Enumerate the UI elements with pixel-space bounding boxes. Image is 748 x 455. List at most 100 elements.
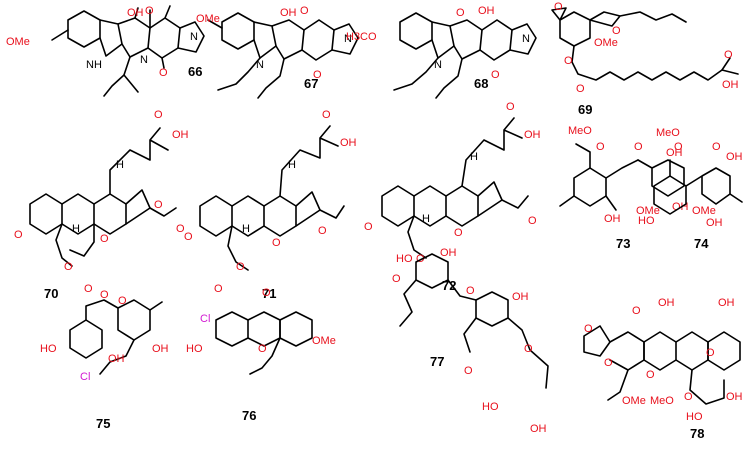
atom-n2-66: N — [190, 31, 198, 43]
atom-oh-78a: OH — [658, 297, 675, 309]
compound-76: Cl O HO O OMe 76 — [186, 287, 336, 423]
atom-ho-77b: HO — [482, 401, 499, 413]
atom-oh-68: OH — [478, 5, 495, 17]
atom-o-78c: O — [632, 305, 641, 317]
atom-oh-70: OH — [172, 129, 189, 141]
atom-o-72b: O — [506, 101, 515, 113]
atom-o1-66: O — [145, 5, 154, 17]
atom-h3co-68: H3CO — [346, 31, 377, 43]
atom-oh-75b: OH — [152, 343, 169, 355]
atom-o-69e: O — [724, 49, 733, 61]
atom-o-71c: O — [318, 225, 327, 237]
atom-oh-78b: OH — [718, 297, 735, 309]
atom-n1-66: N — [140, 54, 148, 66]
atom-oh-77b: OH — [512, 291, 529, 303]
atom-o-75b: O — [118, 295, 127, 307]
compound-68: H3CO N O OH O N 68 — [346, 5, 537, 99]
atom-o-67a: O — [300, 5, 309, 17]
compound-label-73: 73 — [616, 236, 630, 251]
atom-oh-77c: OH — [530, 423, 547, 435]
atom-n-68a: N — [434, 59, 442, 71]
atom-oh-72: OH — [524, 129, 541, 141]
atom-o-78e: O — [646, 369, 655, 381]
compound-label-74: 74 — [694, 236, 709, 251]
atom-n-68b: N — [522, 33, 530, 45]
atom-o-68a: O — [456, 7, 465, 19]
atom-ome-73: OMe — [636, 205, 660, 217]
atom-o-72c: O — [528, 215, 537, 227]
compound-71: O O OH O O O O H H 71 — [184, 109, 357, 301]
atom-ho-77: HO — [396, 253, 413, 265]
atom-o-70e: O — [100, 233, 109, 245]
atom-o-69c: O — [564, 55, 573, 67]
atom-ho-74: HO — [638, 215, 655, 227]
compound-label-77: 77 — [430, 354, 444, 369]
atom-o-77a: O — [466, 285, 475, 297]
atom-n-67b: N — [344, 33, 352, 45]
atom-o-70b: O — [154, 109, 163, 121]
atom-meo-73: MeO — [568, 125, 592, 137]
atom-oh-71: OH — [340, 137, 357, 149]
atom-nh-66: NH — [86, 59, 102, 71]
atom-o-78f: O — [684, 391, 693, 403]
atom-oh-67: OH — [280, 7, 297, 19]
atom-oh-69: OH — [722, 79, 739, 91]
atom-h-71b: H — [242, 223, 250, 235]
atom-oh-78c: OH — [726, 391, 743, 403]
atom-o-72f: O — [392, 273, 401, 285]
atom-oh-77a: OH — [440, 247, 457, 259]
atom-oh-66: OH — [127, 7, 144, 19]
compound-label-70: 70 — [44, 286, 58, 301]
atom-ho-78: HO — [686, 411, 703, 423]
atom-o-70f: O — [64, 261, 73, 273]
atom-o-78b: O — [604, 357, 613, 369]
atom-o-69b: O — [612, 25, 621, 37]
compound-74: MeO O O OH HO OMe OH 74 — [638, 127, 743, 251]
compound-label-72: 72 — [442, 278, 456, 293]
atom-o-70d: O — [176, 223, 185, 235]
atom-o-74b: O — [712, 141, 721, 153]
atom-o-70g: O — [84, 283, 93, 295]
atom-ho-75: HO — [40, 343, 57, 355]
atom-o-78d: O — [706, 347, 715, 359]
atom-ome-69: OMe — [594, 37, 618, 49]
atom-o-69a: O — [554, 1, 563, 13]
atom-cl-76: Cl — [200, 313, 210, 325]
atom-ome-67: OMe — [196, 13, 220, 25]
atom-ome-78: OMe — [622, 395, 646, 407]
atom-meo-78: MeO — [650, 395, 674, 407]
atom-o-78a: O — [584, 323, 593, 335]
atom-oh-73b: OH — [604, 213, 621, 225]
atom-o-76a: O — [262, 287, 271, 299]
atom-o-68b: O — [491, 69, 500, 81]
atom-o-72d: O — [454, 227, 463, 239]
compound-66: OMe NH N N OH O O 66 — [6, 5, 205, 97]
compound-73: MeO O O OH OH OMe OH 73 — [559, 125, 689, 251]
atom-h-70a: H — [116, 159, 124, 171]
compound-label-78: 78 — [690, 426, 704, 441]
atom-o-70a: O — [14, 229, 23, 241]
atom-oh-75a: OH — [108, 353, 125, 365]
atom-o-75a: O — [100, 289, 109, 301]
atom-ome-74: OMe — [692, 205, 716, 217]
compound-label-67: 67 — [304, 76, 318, 91]
compound-77: HO OH O OH O O HO OH 77 — [396, 247, 549, 435]
atom-oh-74a: OH — [726, 151, 743, 163]
atom-o-76b: O — [258, 343, 267, 355]
compound-label-71: 71 — [262, 286, 276, 301]
atom-o-73a: O — [596, 141, 605, 153]
compound-69: O O OMe O O O OH 69 — [551, 1, 739, 117]
compound-75: O O HO OH OH Cl 75 — [40, 289, 169, 431]
compound-label-66: 66 — [188, 64, 202, 79]
compound-label-69: 69 — [578, 102, 592, 117]
atom-meo-74: MeO — [656, 127, 680, 139]
compound-67: OMe N OH O O N 67 — [196, 5, 359, 99]
atom-o-71f: O — [214, 283, 223, 295]
atom-o-71b: O — [322, 109, 331, 121]
atom-o-77c: O — [464, 365, 473, 377]
compound-label-75: 75 — [96, 416, 110, 431]
compound-78: O O O OH OH O O OMe MeO O OH HO 78 — [583, 297, 743, 441]
atom-oh-73a: OH — [666, 147, 683, 159]
atom-ome-76: OMe — [312, 335, 336, 347]
